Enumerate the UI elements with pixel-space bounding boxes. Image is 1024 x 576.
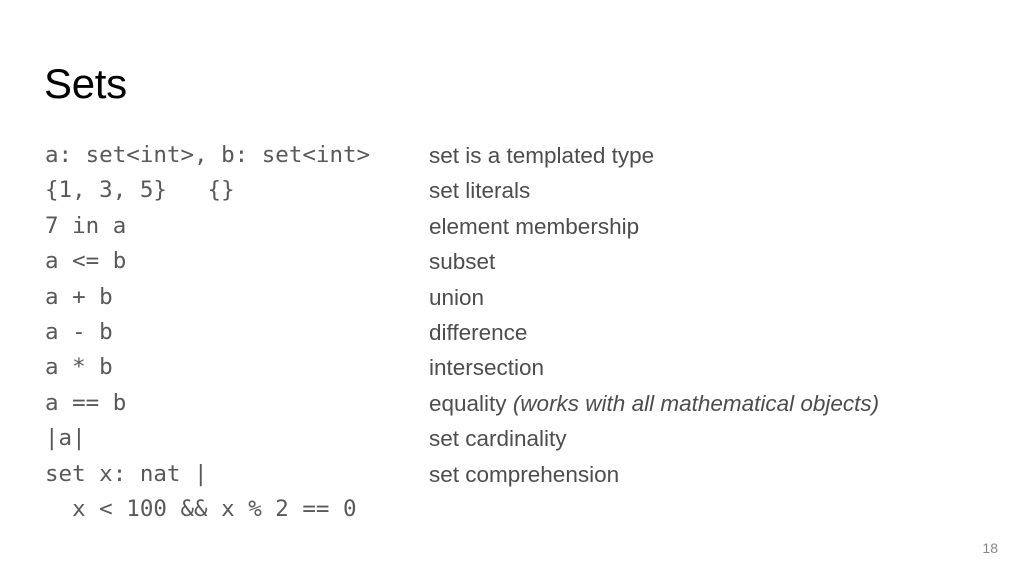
description-label: element membership <box>429 213 640 239</box>
description-text: element membership <box>429 212 639 241</box>
code-snippet: a - b <box>45 318 113 345</box>
description-text: intersection <box>429 353 544 382</box>
code-snippet: a: set<int>, b: set<int> <box>45 142 371 168</box>
description-text: set is a templated type <box>429 141 654 170</box>
description-label: set comprehension <box>429 461 620 487</box>
description-label: set is a templated type <box>429 143 655 168</box>
table-row: set x: nat | set comprehension <box>0 459 1024 494</box>
description-text: set comprehension <box>429 460 619 489</box>
table-row: a * b intersection <box>0 352 1024 387</box>
table-row: a: set<int>, b: set<int> set is a templa… <box>0 140 1024 175</box>
content-table: a: set<int>, b: set<int> set is a templa… <box>0 140 1024 529</box>
table-row: a == b equality (works with all mathemat… <box>0 388 1024 423</box>
table-row: a <= b subset <box>0 246 1024 281</box>
code-snippet: x < 100 && x % 2 == 0 <box>45 495 357 522</box>
description-text: difference <box>429 318 527 347</box>
code-snippet: a == b <box>45 389 127 416</box>
table-row: a + b union <box>0 282 1024 317</box>
code-snippet: a + b <box>45 283 113 310</box>
code-snippet: a <= b <box>45 248 127 275</box>
description-text: set literals <box>429 176 530 205</box>
page-title: Sets <box>44 60 127 107</box>
description-label: intersection <box>429 355 545 381</box>
description-label: difference <box>429 319 528 345</box>
table-row: |a| set cardinality <box>0 423 1024 458</box>
code-snippet: {1, 3, 5} {} <box>45 177 235 204</box>
table-row: 7 in a element membership <box>0 211 1024 246</box>
description-label: union <box>429 284 485 310</box>
table-row: x < 100 && x % 2 == 0 <box>0 494 1024 529</box>
description-note: (works with all mathematical objects) <box>512 390 880 416</box>
code-snippet: set x: nat | <box>45 460 208 487</box>
table-row: {1, 3, 5} {} set literals <box>0 175 1024 210</box>
description-label: subset <box>429 249 496 275</box>
description-text: subset <box>429 247 495 276</box>
table-row: a - b difference <box>0 317 1024 352</box>
code-snippet: |a| <box>45 425 86 452</box>
description-label: set cardinality <box>429 426 567 452</box>
page-number: 18 <box>982 540 998 556</box>
description-text: equality (works with all mathematical ob… <box>429 389 879 418</box>
description-label: set literals <box>429 178 531 204</box>
description-label: equality <box>429 390 513 416</box>
code-snippet: a * b <box>45 354 113 381</box>
description-text: set cardinality <box>429 424 567 453</box>
code-snippet: 7 in a <box>45 212 127 239</box>
description-text: union <box>429 283 484 312</box>
